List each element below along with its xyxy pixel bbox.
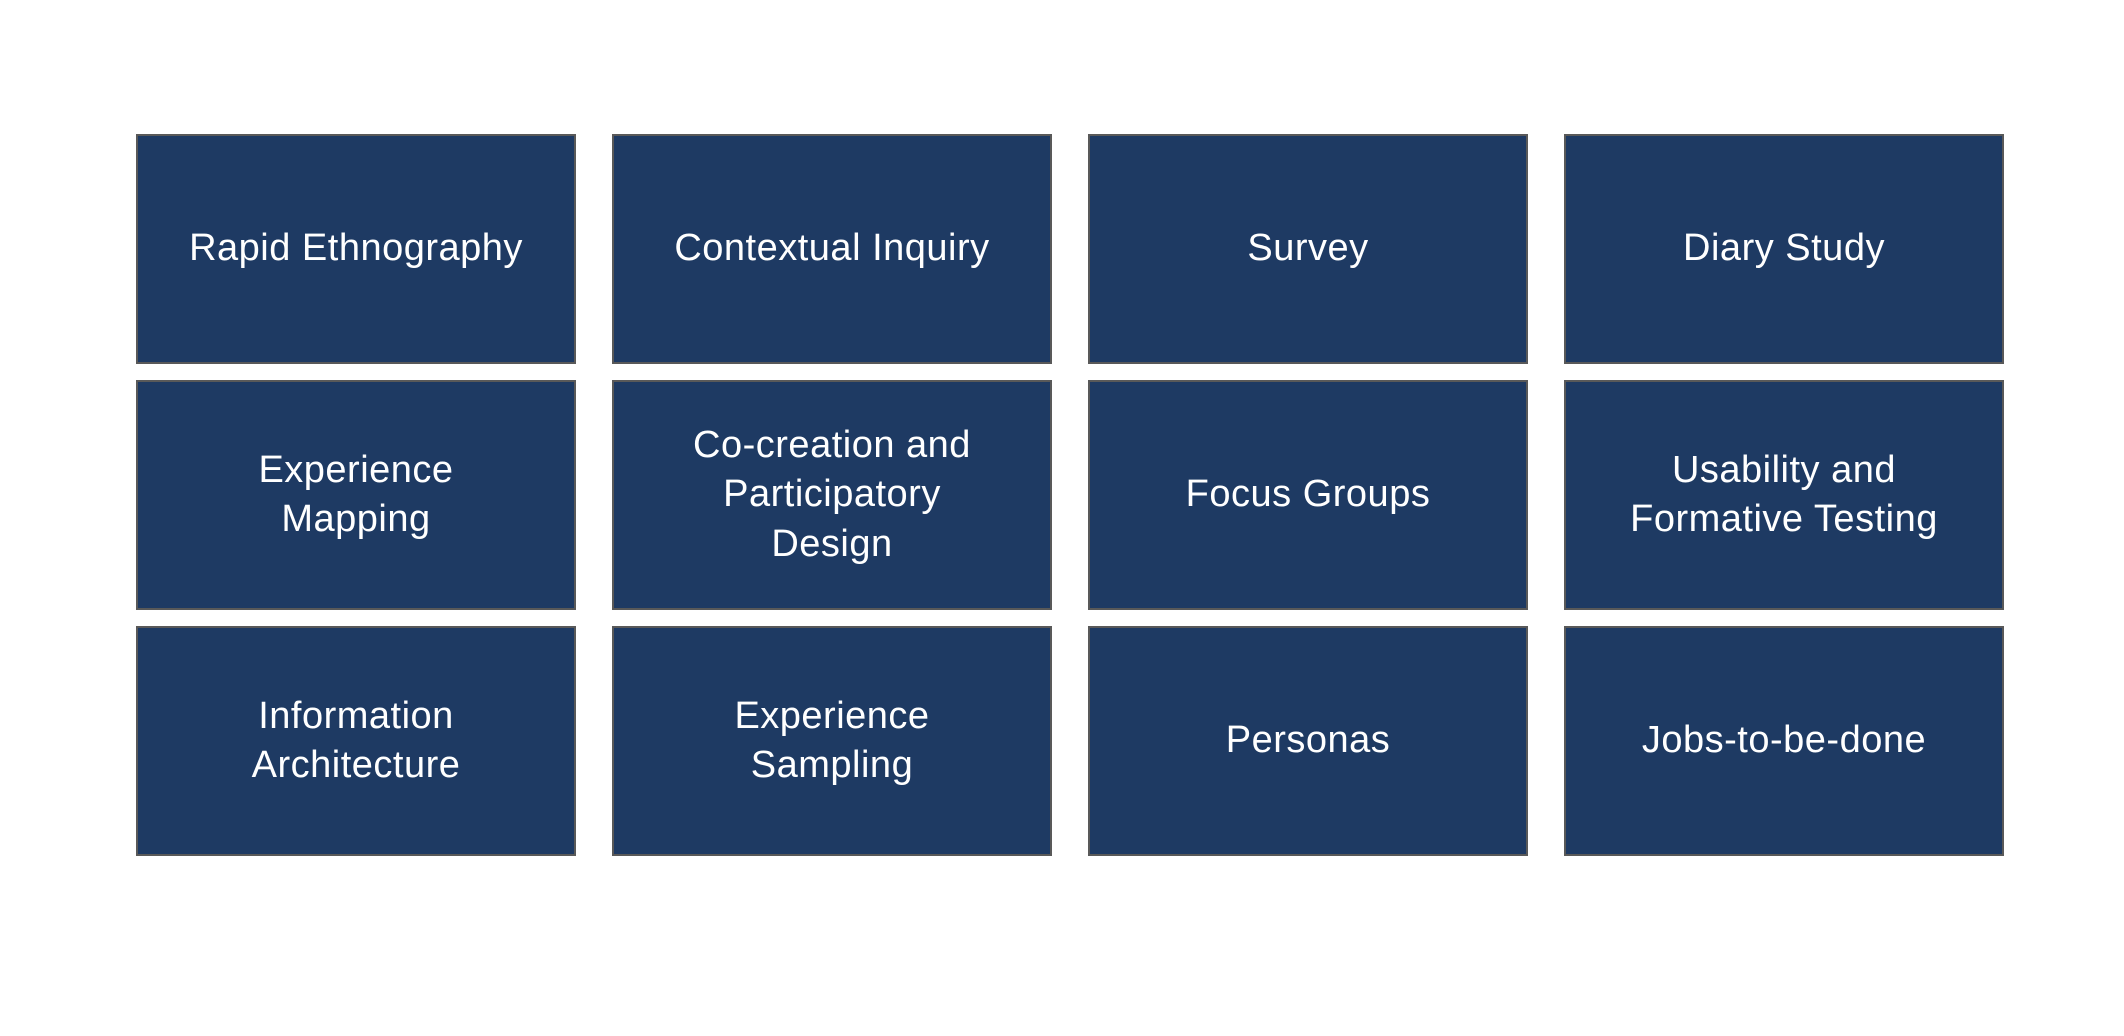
method-card-personas: Personas [1088, 626, 1528, 856]
method-card-label: Survey [1247, 227, 1369, 270]
method-card-label: Focus Groups [1185, 473, 1431, 516]
methods-grid: Rapid Ethnography Contextual Inquiry Sur… [136, 134, 2004, 856]
method-card-label: Personas [1225, 719, 1391, 762]
method-card-label: Experience Mapping [258, 448, 454, 540]
method-card-co-creation-and-participatory-design: Co-creation and Participatory Design [612, 380, 1052, 610]
method-card-usability-and-formative-testing: Usability and Formative Testing [1564, 380, 2004, 610]
method-card-label: Experience Sampling [734, 694, 930, 786]
method-card-label: Diary Study [1683, 227, 1885, 270]
method-card-focus-groups: Focus Groups [1088, 380, 1528, 610]
method-card-label: Co-creation and Participatory Design [693, 423, 971, 565]
method-card-label: Information Architecture [251, 694, 461, 786]
method-card-jobs-to-be-done: Jobs-to-be-done [1564, 626, 2004, 856]
method-card-experience-mapping: Experience Mapping [136, 380, 576, 610]
method-card-rapid-ethnography: Rapid Ethnography [136, 134, 576, 364]
method-card-experience-sampling: Experience Sampling [612, 626, 1052, 856]
method-card-diary-study: Diary Study [1564, 134, 2004, 364]
method-card-information-architecture: Information Architecture [136, 626, 576, 856]
method-card-contextual-inquiry: Contextual Inquiry [612, 134, 1052, 364]
method-card-label: Rapid Ethnography [189, 227, 523, 270]
method-card-label: Contextual Inquiry [674, 227, 990, 270]
method-card-label: Usability and Formative Testing [1630, 448, 1938, 540]
method-card-label: Jobs-to-be-done [1641, 719, 1927, 762]
method-card-survey: Survey [1088, 134, 1528, 364]
